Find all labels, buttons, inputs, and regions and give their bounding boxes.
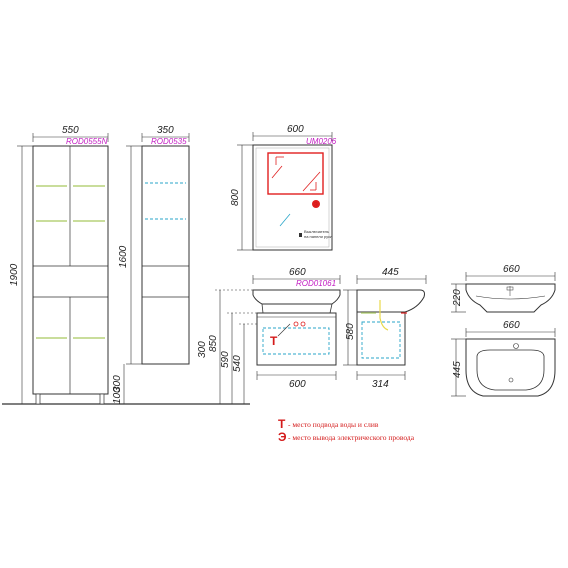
water-inlet-marker xyxy=(300,321,306,327)
switch-note-line2: на панели руки xyxy=(304,234,332,239)
narrow-code-label: ROD0535 xyxy=(151,137,187,146)
basin-side-height-label: 220 xyxy=(452,289,463,307)
water-mark-letter: Т xyxy=(270,334,278,348)
side-inner-dashed xyxy=(361,321,401,359)
mirror-frame xyxy=(252,144,333,251)
narrow-cabinet-body xyxy=(141,145,190,365)
basin-side-view: 660 220 xyxy=(451,264,556,313)
tall-code-label: ROD0555N xyxy=(66,137,108,146)
wall-300-label: 300 xyxy=(112,375,123,392)
tall-cabinet-body xyxy=(32,145,109,395)
tall-cabinet: 550 ROD0555N 1900 xyxy=(9,125,109,405)
vanity-bottom-width-label: 600 xyxy=(289,379,306,390)
mirror-light-panel xyxy=(267,152,324,195)
vanity-front: 660 ROD01061 Т 600 850 590 540 300 100 xyxy=(112,267,341,404)
basin-side-width-label: 660 xyxy=(503,264,520,275)
vanity-top-width-label: 660 xyxy=(289,267,306,278)
mirror-width-label: 600 xyxy=(287,124,304,135)
faucet-hole-icon xyxy=(513,343,519,349)
drain-hole-icon xyxy=(508,377,514,383)
side-depth-bottom-label: 314 xyxy=(372,379,389,390)
drain-pipe xyxy=(379,300,389,331)
mirror-code-label: UM0206 xyxy=(306,137,337,146)
vanity-basin xyxy=(252,289,341,305)
vanity-850-label: 850 xyxy=(208,335,219,352)
narrow-cabinet: 350 ROD0535 1600 300 xyxy=(118,125,208,365)
tall-width-label: 550 xyxy=(62,125,79,136)
leg xyxy=(35,393,41,405)
vanity-side: 445 314 580 xyxy=(343,267,427,390)
narrow-width-label: 350 xyxy=(157,125,174,136)
side-depth-top-label: 445 xyxy=(382,267,399,278)
electric-outlet-marker xyxy=(312,200,320,208)
narrow-height-label: 1600 xyxy=(118,245,129,268)
side-basin-profile xyxy=(356,289,425,313)
vanity-540-label: 540 xyxy=(232,355,243,372)
vanity-cabinet-body xyxy=(256,312,337,366)
vanity-code-label: ROD01061 xyxy=(296,279,336,288)
narrow-depth-label: 300 xyxy=(197,341,208,358)
legend-t-mark: Т xyxy=(278,417,286,431)
legend: Т - место подвода воды и слив Э - место … xyxy=(278,417,415,444)
switch-note-line1: Выключатель xyxy=(304,229,329,234)
basin-top-view: 660 445 xyxy=(451,320,556,397)
legend-t-text: - место подвода воды и слив xyxy=(288,420,379,429)
mirror-height-label: 800 xyxy=(230,189,241,206)
leg-100-label: 100 xyxy=(112,387,123,404)
electric-outlet-letter: Э xyxy=(314,203,319,209)
tall-height-label: 1900 xyxy=(9,263,20,286)
side-height-label: 580 xyxy=(345,323,356,340)
switch-icon xyxy=(299,233,302,237)
legend-e-text: - место вывода электрического провода xyxy=(288,433,415,442)
mirror: 600 UM0206 Э Выключатель на панели руки … xyxy=(230,124,337,251)
basin-side-profile xyxy=(465,283,556,313)
legend-e-mark: Э xyxy=(278,430,287,444)
vanity-590-label: 590 xyxy=(220,351,231,368)
vanity-inner-dashed xyxy=(262,327,330,355)
leg xyxy=(99,393,105,405)
water-inlet-marker xyxy=(293,321,299,327)
basin-bowl xyxy=(476,349,545,391)
basin-top-width-label: 660 xyxy=(503,320,520,331)
basin-top-depth-label: 445 xyxy=(452,361,463,378)
